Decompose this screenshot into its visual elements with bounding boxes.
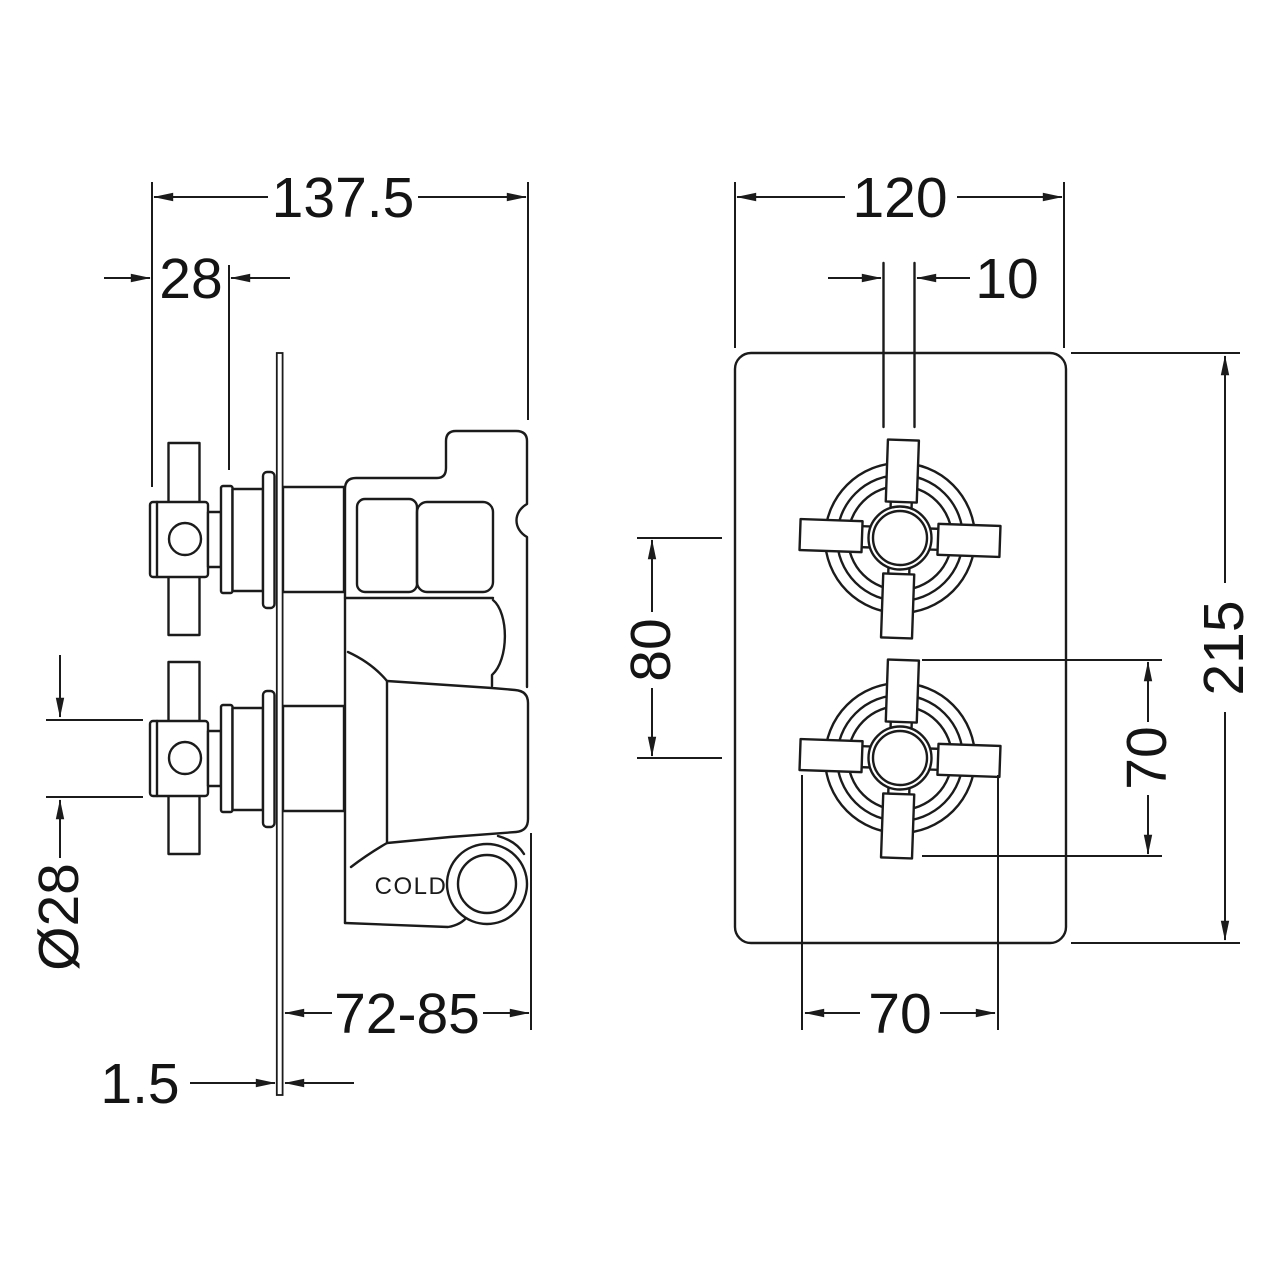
handle-collar xyxy=(231,706,265,812)
arm-right xyxy=(936,742,1002,779)
body-outline xyxy=(343,429,529,925)
cold-port-joint xyxy=(496,834,526,856)
side-dimensions: 137.5 28 Ø28 72-85 1.5 xyxy=(27,166,532,1116)
dim-handle-projection: 28 xyxy=(159,247,222,311)
arm-top xyxy=(884,438,921,504)
handle-flange xyxy=(219,703,234,814)
top-handle-side xyxy=(148,441,276,637)
handle-trim-ring xyxy=(261,689,276,829)
body-bottom-edge xyxy=(343,914,470,929)
dim-handle-spacing: 80 xyxy=(619,618,683,681)
dim-plate-height: 215 xyxy=(1192,600,1256,695)
dim-plate-width: 120 xyxy=(852,166,947,230)
cold-port-label: COLD xyxy=(375,873,448,900)
bottom-handle-side xyxy=(148,660,276,856)
handle-stem xyxy=(206,729,223,788)
front-view: 120 10 80 70 215 70 xyxy=(619,166,1256,1046)
arm-left xyxy=(798,737,864,774)
top-handle-front xyxy=(798,438,1002,640)
handle-hub-hole xyxy=(167,740,203,776)
dim-handle-height: 70 xyxy=(1115,726,1179,789)
arm-right xyxy=(936,522,1002,559)
arm-top xyxy=(884,658,921,724)
hub-inner xyxy=(871,729,929,787)
top-spindle-rear xyxy=(281,485,346,594)
arm-bottom xyxy=(879,572,916,640)
dim-hub-diameter: Ø28 xyxy=(27,863,91,971)
valve-body-side: COLD xyxy=(343,429,530,929)
wall-plate-front xyxy=(733,351,1068,945)
arm-bottom xyxy=(879,792,916,860)
cartridge-housing-front xyxy=(415,500,495,594)
cross-arms xyxy=(798,658,1002,860)
bottom-handle-front xyxy=(798,658,1002,860)
bell-shoulder-bottom xyxy=(349,841,389,869)
dim-recess-depth: 72-85 xyxy=(334,982,480,1046)
supply-pipe xyxy=(882,261,916,429)
dim-plate-thickness: 1.5 xyxy=(100,1052,179,1116)
handle-collar xyxy=(231,487,265,593)
arm-left xyxy=(798,517,864,554)
handle-trim-ring xyxy=(261,470,276,610)
cross-arms xyxy=(798,438,1002,640)
dim-total-depth: 137.5 xyxy=(272,166,415,230)
dim-handle-width: 70 xyxy=(868,982,931,1046)
bell-shoulder-top xyxy=(346,650,389,683)
wall-plate-edge xyxy=(275,352,284,1096)
cartridge-housing-rear xyxy=(355,497,419,594)
handle-flange xyxy=(219,484,234,595)
side-view: COLD xyxy=(27,166,532,1116)
dim-pipe-width: 10 xyxy=(975,247,1038,311)
body-bulge xyxy=(490,598,507,688)
front-dimensions: 120 10 80 70 215 70 xyxy=(619,166,1256,1046)
bottom-spindle-rear xyxy=(281,704,346,813)
cold-port-inner xyxy=(456,853,518,915)
handle-hub-hole xyxy=(167,521,203,557)
lower-housing-block xyxy=(385,679,530,845)
handle-stem xyxy=(206,510,223,569)
hub-inner xyxy=(871,509,929,567)
